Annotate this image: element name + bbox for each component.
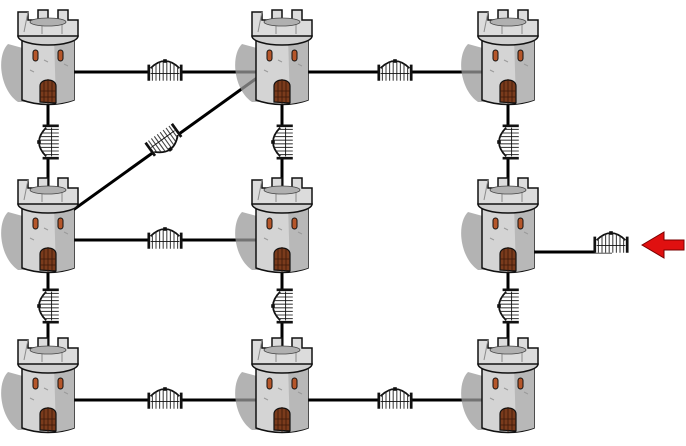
- gate-icon: [35, 124, 61, 160]
- gate-icon: [269, 288, 295, 324]
- gate-icon: [35, 288, 61, 324]
- gate-icon: [269, 124, 295, 160]
- tower-icon-r3c3: [460, 337, 539, 434]
- entrance-gate-icon: [593, 229, 629, 255]
- tower-icon-r1c2: [234, 9, 313, 106]
- tower-icon-r2c3: [460, 177, 539, 274]
- gate-icon: [377, 385, 413, 411]
- gate-icon: [495, 288, 521, 324]
- gate-icon: [147, 225, 183, 251]
- gate-icon: [147, 385, 183, 411]
- gate-icon: [147, 57, 183, 83]
- gate-icon: [377, 57, 413, 83]
- entrance-arrow-icon: [641, 231, 685, 259]
- gate-icon: [495, 124, 521, 160]
- tower-icon-r1c3: [460, 9, 539, 106]
- tower-icon-r1c1: [0, 9, 79, 106]
- tower-icon-r2c1: [0, 177, 79, 274]
- tower-icon-r3c2: [234, 337, 313, 434]
- tower-icon-r2c2: [234, 177, 313, 274]
- tower-icon-r3c1: [0, 337, 79, 434]
